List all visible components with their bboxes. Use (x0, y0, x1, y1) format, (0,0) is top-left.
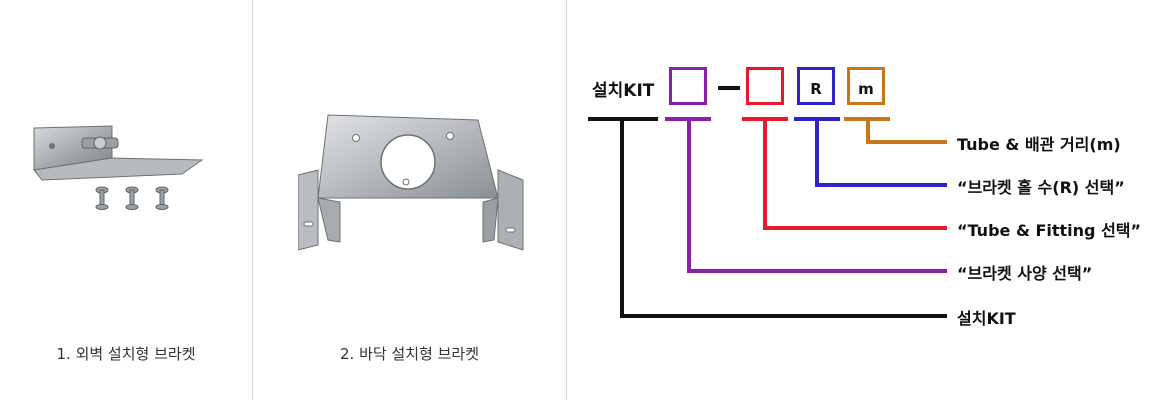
underline-prefix (588, 117, 658, 121)
underline-tube-fitting (742, 117, 788, 121)
code-box-tube-fitting (746, 67, 784, 105)
product-caption-floor-bracket: 2. 바닥 설치형 브라켓 (339, 345, 480, 363)
code-prefix: 설치KIT (592, 81, 655, 101)
connector-lines (620, 121, 947, 318)
code-box-hole-count: R (797, 67, 835, 105)
code-dash (718, 86, 740, 90)
code-box-distance: m (847, 67, 885, 105)
code-box-r-text: R (810, 80, 822, 98)
underline-bracket-spec (665, 117, 711, 121)
panel-divider-left (252, 0, 253, 400)
underline-distance (844, 117, 890, 121)
connector-line-purple (687, 121, 947, 273)
connector-line-red (763, 121, 947, 230)
legend-tube-fitting: “Tube & Fitting 선택” (957, 221, 1142, 240)
order-code-diagram: 설치KIT R m Tube & 배관 거리(m) “브라켓 홀 수(R) 선택… (565, 0, 1170, 400)
product-panel-wall-bracket: 1. 외벽 설치형 브라켓 (0, 0, 252, 400)
connector-line-orange (866, 121, 947, 144)
connector-line-blue (815, 121, 947, 187)
code-box-m-text: m (858, 80, 874, 98)
code-box-bracket-spec (669, 67, 707, 105)
legend-bracket-spec: “브라켓 사양 선택” (957, 264, 1093, 283)
legend-tube-distance: Tube & 배관 거리(m) (957, 135, 1121, 154)
product-caption-wall-bracket: 1. 외벽 설치형 브라켓 (56, 345, 196, 363)
floor-bracket-image (298, 114, 524, 251)
panel-divider-right (566, 0, 567, 400)
legend-hole-count: “브라켓 홀 수(R) 선택” (957, 178, 1125, 197)
product-panel-floor-bracket: 2. 바닥 설치형 브라켓 (253, 0, 566, 400)
wall-bracket-image (33, 125, 204, 210)
legend-install-kit: 설치KIT (957, 309, 1016, 328)
underline-hole-count (794, 117, 840, 121)
connector-line-black (620, 121, 947, 318)
